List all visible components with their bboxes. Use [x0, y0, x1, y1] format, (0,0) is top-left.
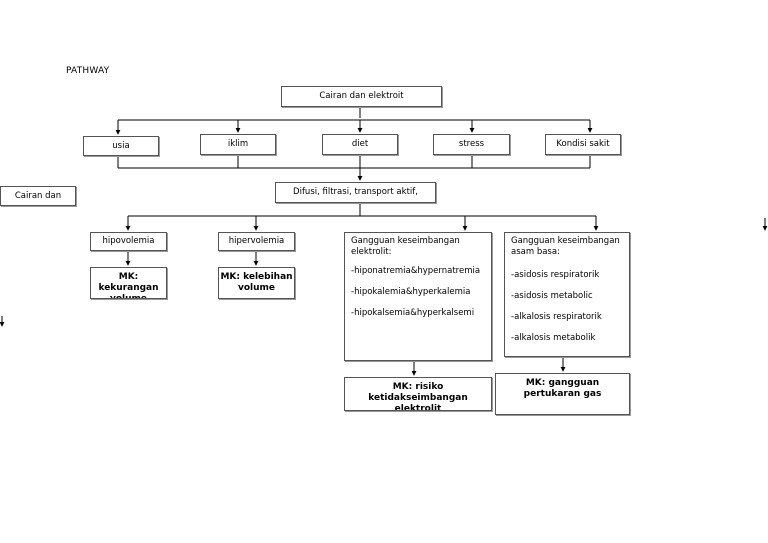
side-box-cairan: Cairan dan	[0, 186, 76, 206]
diagnosis-kekurangan-volume: MK: kekurangan volume	[90, 267, 167, 299]
elektrolit-box: Gangguan keseimbangan elektrolit: -hipon…	[344, 232, 492, 361]
elektrolit-item: -hipokalemia&hyperkalemia	[351, 287, 471, 297]
factor-diet: diet	[322, 134, 398, 155]
asam-basa-box: Gangguan keseimbangan asam basa: -asidos…	[504, 232, 630, 357]
asam-basa-item: -alkalosis respiratorik	[511, 312, 602, 322]
factor-stress: stress	[433, 134, 510, 155]
elektrolit-heading: Gangguan keseimbangan elektrolit:	[351, 236, 460, 257]
diagnosis-gangguan-pertukaran-gas: MK: gangguan pertukaran gas	[495, 373, 630, 415]
elektrolit-item: -hiponatremia&hypernatremia	[351, 266, 481, 276]
factor-kondisi-sakit: Kondisi sakit	[545, 134, 621, 155]
hipervolemia-box: hipervolemia	[218, 232, 295, 251]
page-title: PATHWAY	[66, 66, 110, 76]
hipovolemia-box: hipovolemia	[90, 232, 167, 251]
root-box: Cairan dan elektroit	[281, 86, 442, 107]
asam-basa-item: -asidosis respiratorik	[511, 270, 600, 280]
process-box: Difusi, filtrasi, transport aktif,	[275, 182, 436, 203]
diagnosis-kelebihan-volume: MK: kelebihan volume	[218, 267, 295, 299]
factor-iklim: iklim	[200, 134, 276, 155]
diagnosis-risiko-elektrolit: MK: risiko ketidakseimbangan elektrolit	[344, 377, 492, 411]
factor-usia: usia	[83, 136, 159, 156]
elektrolit-item: -hipokalsemia&hyperkalsemi	[351, 308, 475, 318]
asam-basa-item: -asidosis metabolic	[511, 291, 593, 301]
asam-basa-item: -alkalosis metabolik	[511, 333, 596, 343]
asam-basa-heading: Gangguan keseimbangan asam basa:	[511, 236, 620, 257]
